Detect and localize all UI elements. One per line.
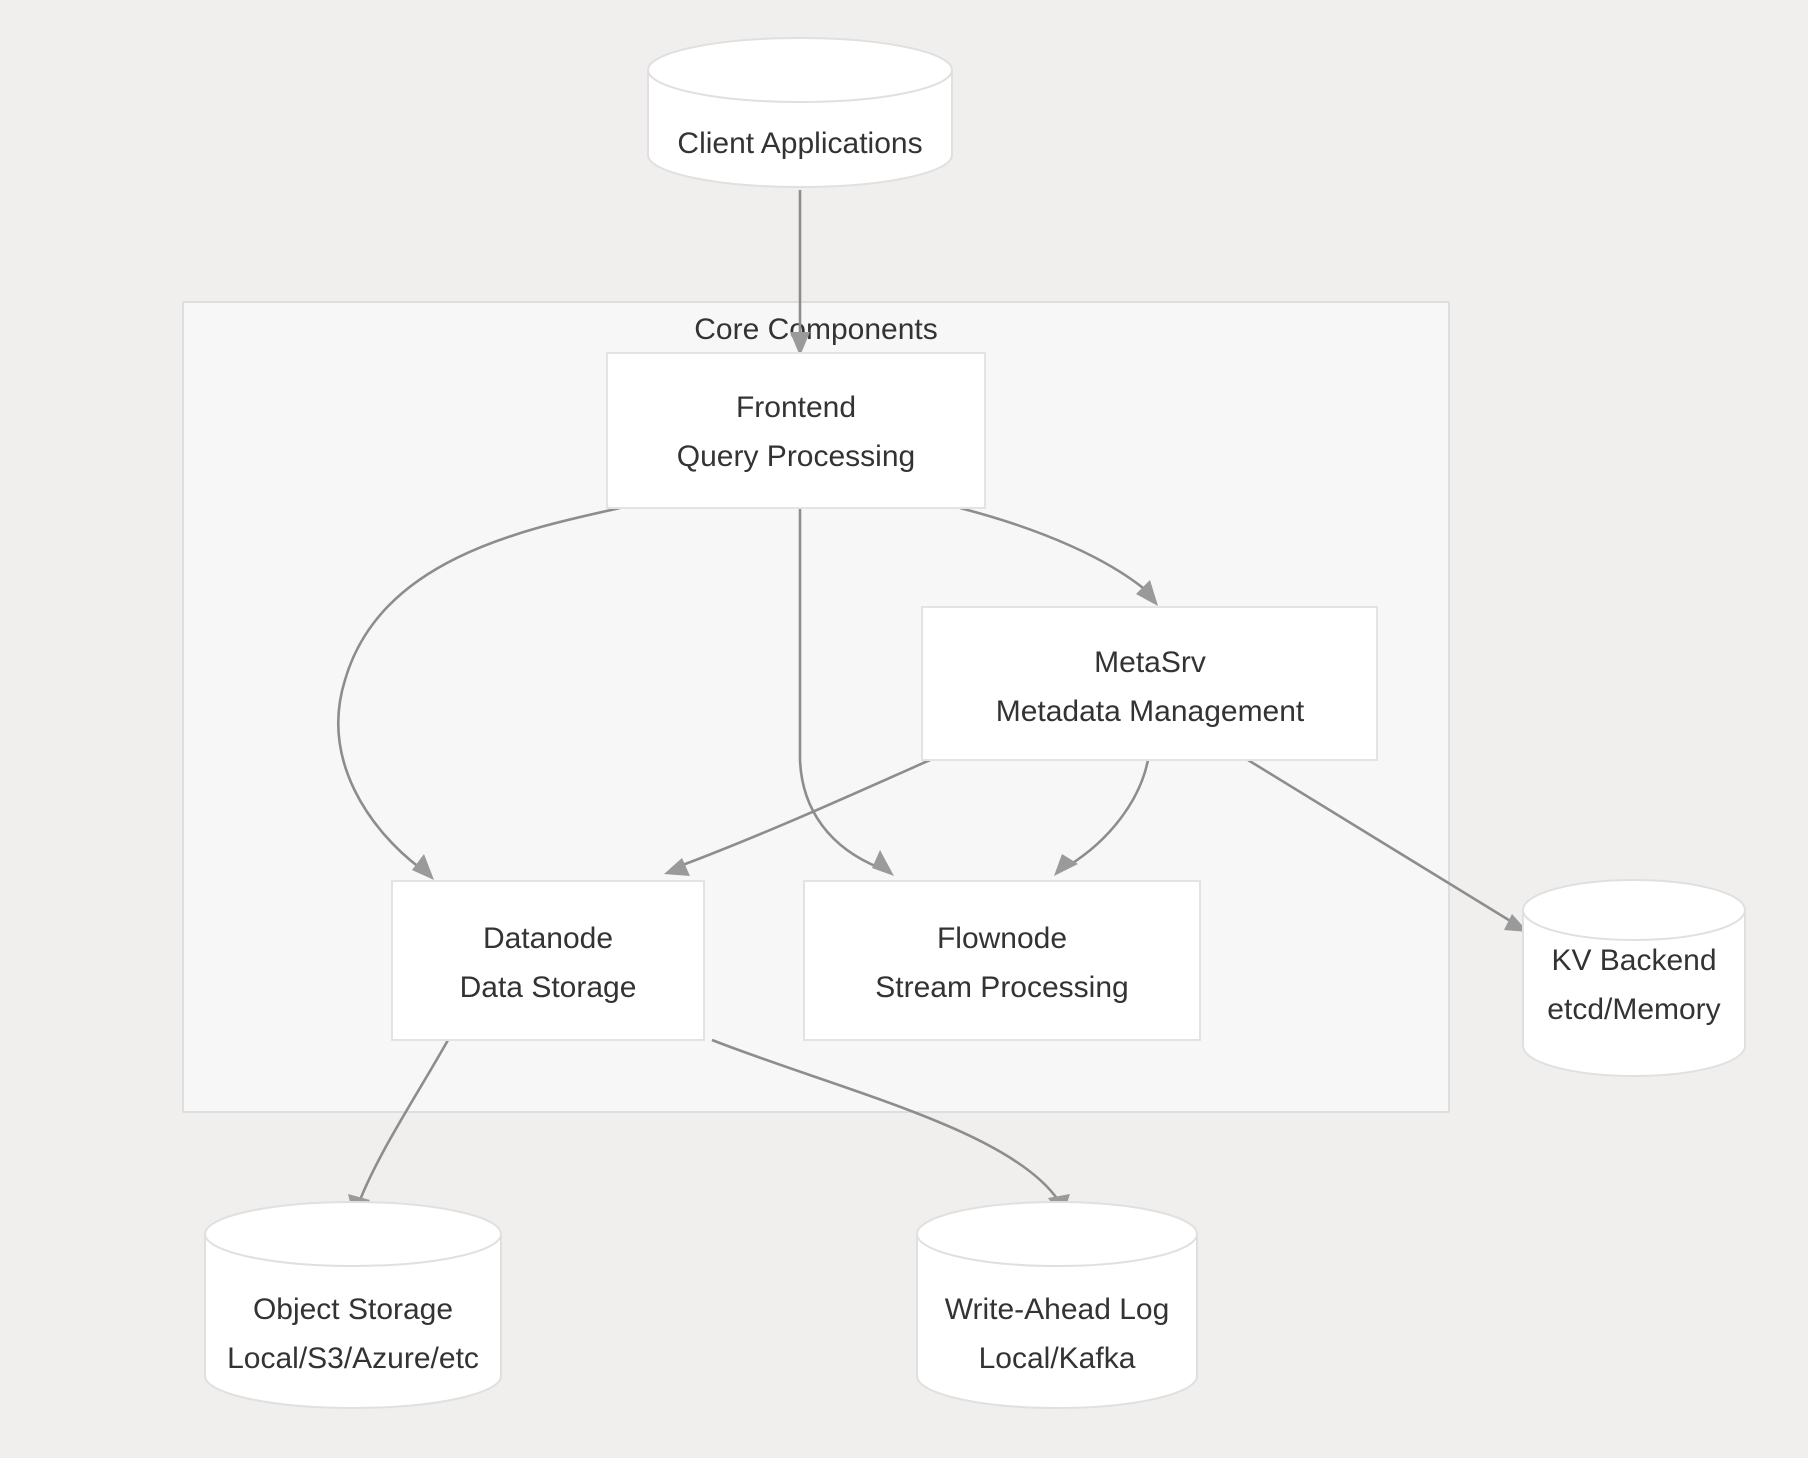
- arrow-head: [1054, 854, 1078, 876]
- flownode-box: [803, 880, 1201, 1041]
- flownode-subtitle: Stream Processing: [875, 971, 1128, 1004]
- object-storage-title: Object Storage: [253, 1293, 453, 1326]
- edge-client-applications-to-frontend: [790, 190, 810, 356]
- node-frontend[interactable]: Frontend Query Processing: [606, 352, 986, 509]
- node-object-storage[interactable]: Object Storage Local/S3/Azure/etc: [204, 1201, 502, 1409]
- metasrv-subtitle: Metadata Management: [996, 695, 1305, 728]
- datanode-title: Datanode: [483, 922, 613, 955]
- edge-path: [798, 508, 881, 870]
- edge-path: [1067, 759, 1150, 868]
- edge-frontend-to-metasrv: [959, 506, 1158, 606]
- edge-metasrv-to-datanode: [664, 758, 931, 876]
- node-datanode[interactable]: Datanode Data Storage: [391, 880, 705, 1041]
- write-ahead-log-subtitle: Local/Kafka: [979, 1342, 1136, 1375]
- client-applications-cylinder-body: [647, 69, 953, 188]
- node-metasrv[interactable]: MetaSrv Metadata Management: [921, 606, 1378, 761]
- object-storage-cylinder-body: [204, 1233, 502, 1409]
- client-applications-cylinder-top: [647, 37, 953, 103]
- metasrv-title: MetaSrv: [1094, 646, 1206, 679]
- datanode-subtitle: Data Storage: [460, 971, 637, 1004]
- frontend-box: [606, 352, 986, 509]
- edge-metasrv-to-flownode: [1054, 759, 1150, 876]
- client-applications-label: Client Applications: [677, 127, 922, 160]
- arrow-head: [412, 854, 434, 880]
- write-ahead-log-title: Write-Ahead Log: [945, 1293, 1170, 1326]
- edge-path: [711, 1038, 1060, 1201]
- edge-path: [679, 758, 931, 868]
- edge-path: [959, 506, 1149, 593]
- frontend-subtitle: Query Processing: [677, 440, 915, 473]
- edge-frontend-to-datanode: [337, 506, 621, 880]
- arrow-head: [664, 858, 690, 876]
- edge-frontend-to-flownode: [798, 508, 894, 876]
- arrow-head: [790, 332, 810, 356]
- arrow-head: [1136, 580, 1158, 606]
- node-kv-backend[interactable]: KV Backend etcd/Memory: [1522, 879, 1746, 1077]
- edge-path: [358, 1039, 450, 1201]
- node-client-applications[interactable]: Client Applications: [647, 37, 953, 188]
- write-ahead-log-cylinder-body: [916, 1233, 1198, 1409]
- datanode-box: [391, 880, 705, 1041]
- kv-backend-subtitle: etcd/Memory: [1547, 993, 1720, 1026]
- kv-backend-cylinder-top: [1522, 879, 1746, 941]
- cluster-core-components-label: Core Components: [694, 313, 937, 346]
- object-storage-cylinder-top: [204, 1201, 502, 1267]
- flownode-title: Flownode: [937, 922, 1067, 955]
- edge-path: [1247, 758, 1513, 924]
- node-flownode[interactable]: Flownode Stream Processing: [803, 880, 1201, 1041]
- metasrv-box: [921, 606, 1378, 761]
- arrow-head: [872, 850, 894, 876]
- node-write-ahead-log[interactable]: Write-Ahead Log Local/Kafka: [916, 1201, 1198, 1409]
- write-ahead-log-cylinder-top: [916, 1201, 1198, 1267]
- object-storage-subtitle: Local/S3/Azure/etc: [227, 1342, 479, 1375]
- kv-backend-title: KV Backend: [1551, 944, 1716, 977]
- edge-path: [337, 506, 621, 870]
- frontend-title: Frontend: [736, 391, 856, 424]
- kv-backend-cylinder-body: [1522, 909, 1746, 1077]
